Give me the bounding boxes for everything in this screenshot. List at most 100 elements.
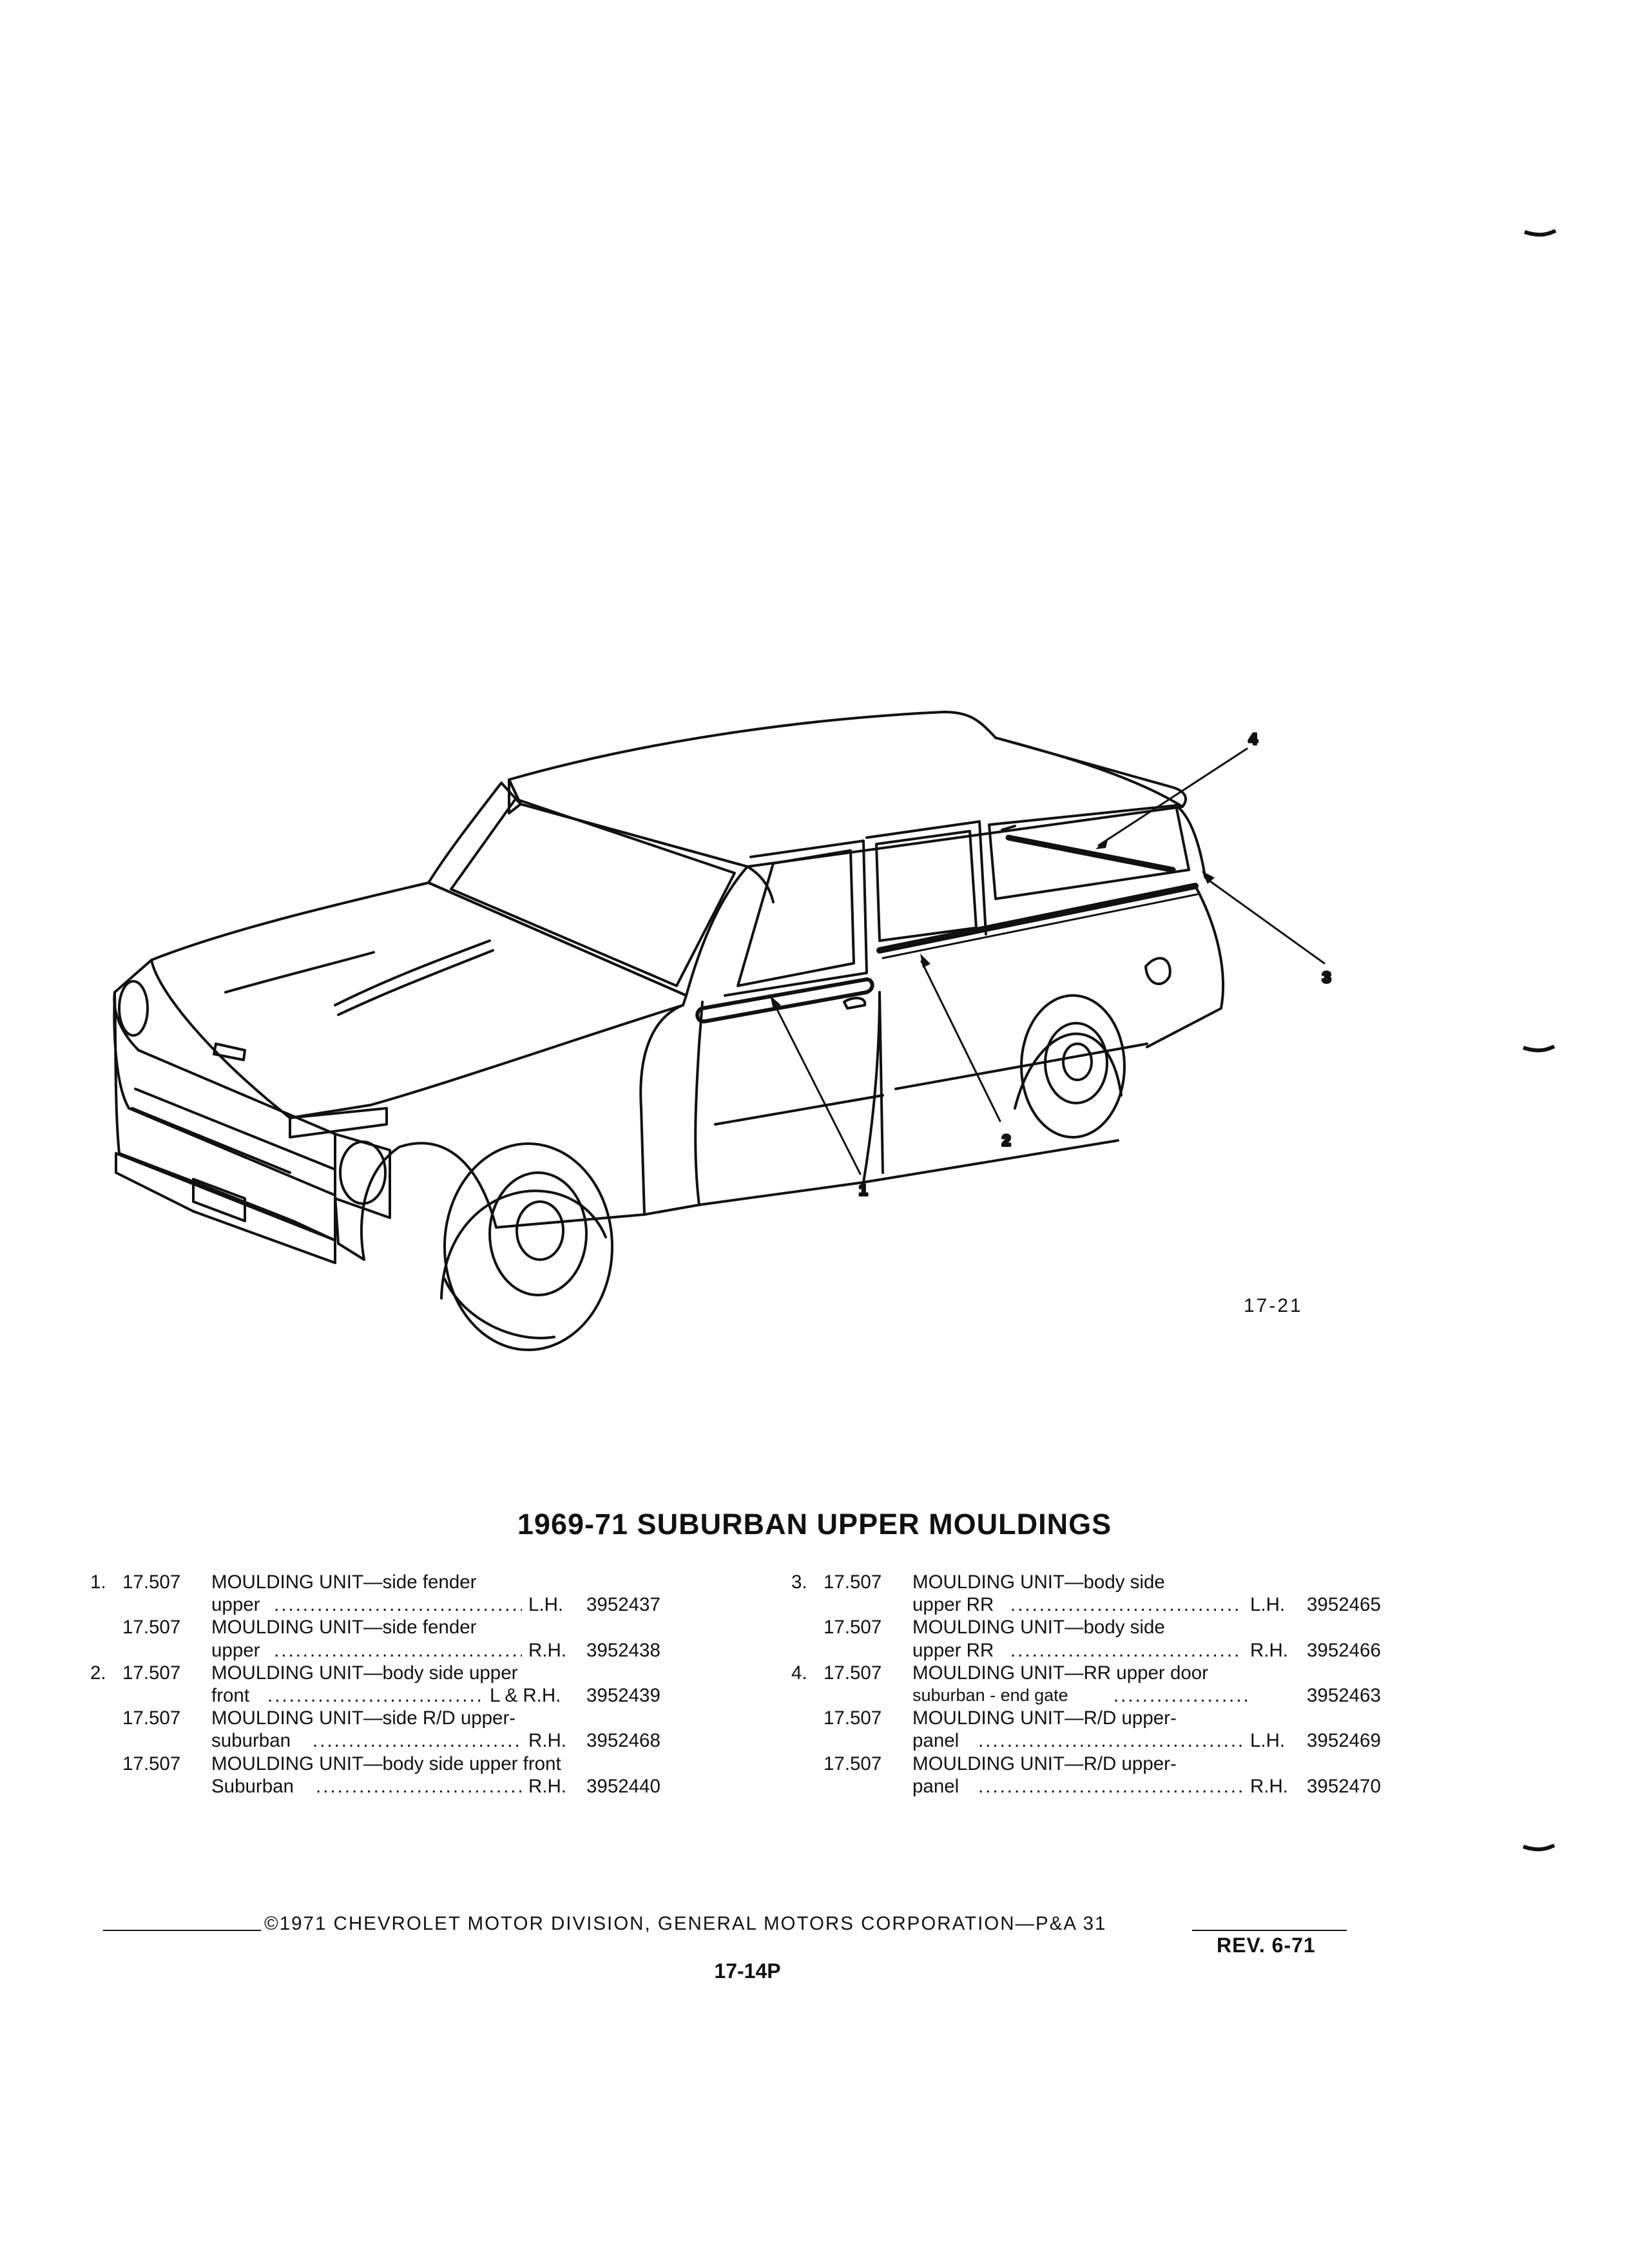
item-number: 4.: [791, 1662, 807, 1684]
right-headlight: [339, 1140, 387, 1205]
callout-1: 1: [859, 1182, 867, 1199]
front-wheel-tire: [443, 1142, 613, 1351]
part-description: upper RR: [912, 1594, 994, 1616]
callout-4: 4: [1249, 731, 1258, 748]
group-number: 17.507: [122, 1753, 181, 1774]
moulding-side-fender-upper: [695, 977, 874, 1024]
moulding-body-side-upper-front-inner: [882, 893, 1199, 959]
leader-dots: ..............................: [313, 1730, 522, 1752]
group-number: 17.507: [824, 1571, 882, 1593]
hood-stripe-a: [334, 939, 494, 1016]
front-bumper: [115, 1152, 336, 1264]
binder-mark-top: [1524, 229, 1557, 237]
part-description: MOULDING UNIT—R/D upper-: [912, 1707, 1177, 1729]
front-wheel-arch: [440, 1189, 607, 1300]
revision-label: REV. 6-71: [1217, 1934, 1316, 1957]
part-description: MOULDING UNIT—body side upper front: [211, 1753, 561, 1774]
parts-list-left: 1. 17.507 MOULDING UNIT—side fender uppe…: [90, 1571, 660, 1798]
group-number: 17.507: [824, 1707, 882, 1729]
rear-wheel-arch: [1014, 1032, 1123, 1110]
leader-line-4: [1097, 747, 1248, 847]
windshield-inner: [450, 798, 736, 987]
front-wheel-hub: [516, 1200, 564, 1261]
side-designation: L & R.H.: [490, 1684, 561, 1706]
moulding-rr-upper-door-tip: [1001, 825, 1016, 831]
part-description: MOULDING UNIT—RR upper door: [912, 1662, 1208, 1684]
part-number: 3952470: [1307, 1775, 1381, 1797]
part-description: panel: [912, 1775, 959, 1797]
bowtie-emblem: [213, 1043, 246, 1061]
parts-row: panel ..................................…: [791, 1729, 1381, 1752]
page-number: 17-14P: [714, 1959, 781, 1983]
item-number: 2.: [90, 1662, 106, 1684]
group-number: 17.507: [122, 1662, 181, 1684]
parts-row: upper ..................................…: [90, 1639, 660, 1662]
side-designation: R.H.: [1250, 1639, 1288, 1661]
parts-row: Suburban .............................. …: [90, 1775, 660, 1798]
callout-3: 3: [1322, 969, 1331, 986]
a-pillar: [746, 865, 775, 903]
part-number: 3952469: [1307, 1730, 1381, 1752]
parts-row: front ............................... L …: [90, 1684, 660, 1707]
parts-row: 17.507 MOULDING UNIT—body side upper fro…: [90, 1753, 651, 1775]
leader-arrow-2: [920, 954, 930, 968]
group-number: 17.507: [824, 1753, 882, 1774]
front-door-window-frame: [724, 840, 868, 997]
part-number: 3952468: [586, 1730, 660, 1752]
grille-bar-top: [137, 1049, 336, 1135]
part-number: 3952466: [1307, 1639, 1381, 1661]
rear-wheel-tire: [1020, 994, 1126, 1139]
part-number: 3952439: [586, 1684, 660, 1706]
parts-row: upper ..................................…: [90, 1593, 660, 1616]
leader-arrow-4: [1095, 838, 1108, 849]
part-description: MOULDING UNIT—side fender: [211, 1617, 477, 1639]
front-door-window: [737, 849, 855, 987]
middle-window-frame: [865, 820, 987, 936]
parts-row: upper RR ...............................…: [791, 1593, 1381, 1616]
fuel-door: [1144, 957, 1171, 985]
part-description: upper RR: [912, 1639, 994, 1661]
leader-line-3: [1204, 876, 1325, 965]
body-side-crease: [714, 1043, 1148, 1126]
figure-reference: 17-21: [1244, 1295, 1303, 1316]
rear-quarter-panel: [1146, 885, 1225, 1048]
group-number: 17.507: [122, 1707, 181, 1729]
hood-front-lip: [289, 1107, 388, 1139]
parts-row: suburban - end gate ................... …: [791, 1684, 1381, 1707]
windshield: [427, 782, 749, 997]
leader-dots: .....................................: [978, 1730, 1242, 1752]
parts-row: upper RR ...............................…: [791, 1639, 1381, 1662]
part-description: MOULDING UNIT—body side upper: [211, 1662, 518, 1684]
part-description: MOULDING UNIT—side fender: [211, 1571, 477, 1593]
parts-row: 17.507 MOULDING UNIT—body side: [791, 1616, 1371, 1639]
license-plate: [192, 1178, 246, 1222]
page-title: 1969-71 SUBURBAN UPPER MOULDINGS: [517, 1508, 1112, 1541]
leader-dots: ...............................: [267, 1684, 483, 1706]
group-number: 17.507: [824, 1617, 882, 1639]
parts-row: 17.507 MOULDING UNIT—side fender: [90, 1616, 651, 1639]
door-handle: [843, 997, 867, 1010]
part-description: Suburban: [211, 1775, 294, 1797]
rear-quarter-pillar: [1175, 804, 1206, 878]
leader-dots: .................................: [1010, 1639, 1242, 1661]
side-designation: R.H.: [528, 1639, 566, 1661]
part-number: 3952440: [586, 1775, 660, 1797]
rear-wheel-hub: [1062, 1043, 1093, 1081]
parts-row: 17.507 MOULDING UNIT—side R/D upper-: [90, 1707, 651, 1729]
leader-arrow-3: [1202, 871, 1215, 884]
grille-bar-low: [131, 1107, 291, 1174]
front-door-outline: [694, 991, 881, 1206]
roof-front-edge: [508, 778, 522, 814]
grille-bar-mid: [134, 1088, 336, 1171]
part-description: panel: [912, 1730, 959, 1752]
leader-dots: ...................................: [274, 1594, 522, 1616]
side-designation: R.H.: [528, 1775, 566, 1797]
part-description: suburban: [211, 1730, 291, 1752]
parts-row: suburban .............................. …: [90, 1729, 660, 1752]
leader-dots: ...................: [1113, 1684, 1249, 1706]
group-number: 17.507: [122, 1571, 181, 1593]
part-description: MOULDING UNIT—side R/D upper-: [211, 1707, 516, 1729]
front-wheel-ground: [443, 1278, 555, 1340]
part-description: suburban - end gate: [912, 1685, 1068, 1705]
group-number: 17.507: [122, 1617, 181, 1639]
